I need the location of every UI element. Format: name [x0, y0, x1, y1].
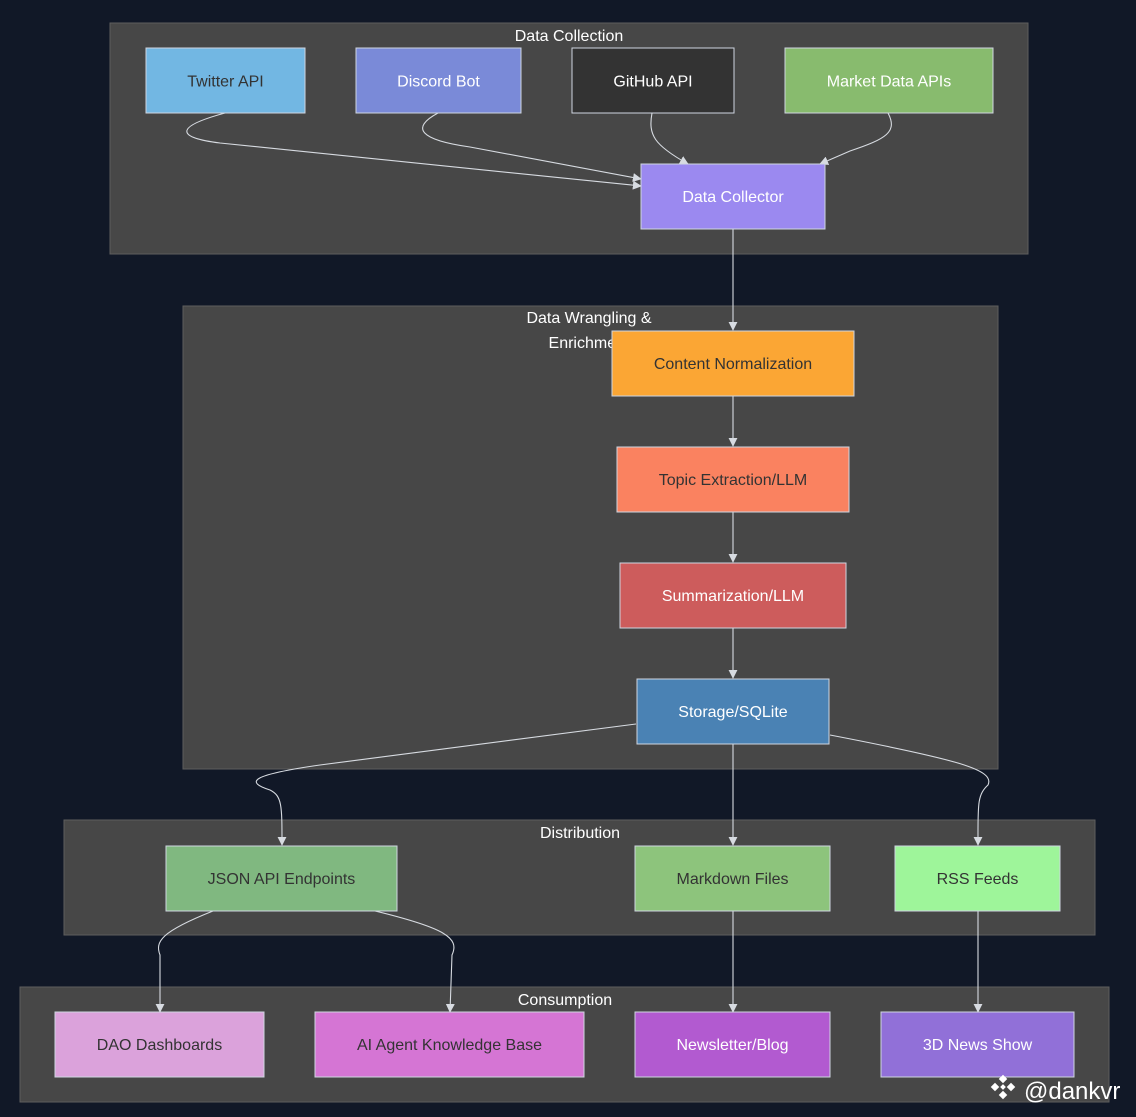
- node-label-content-normalization: Content Normalization: [654, 356, 812, 373]
- node-newsletter-blog: Newsletter/Blog: [634, 1011, 831, 1078]
- cluster-title-data-wrangling-line2: Enrichment: [549, 335, 630, 352]
- node-topic-extraction: Topic Extraction/LLM: [616, 446, 850, 513]
- cluster-title-data-collection: Data Collection: [515, 28, 624, 45]
- edge-market-to-collector: [819, 112, 892, 165]
- node-ai-agent-knowledge-base: AI Agent Knowledge Base: [314, 1011, 585, 1078]
- node-label-dao-dashboards: DAO Dashboards: [97, 1037, 222, 1054]
- node-json-api-endpoints: JSON API Endpoints: [165, 845, 398, 912]
- node-label-github-api: GitHub API: [613, 74, 692, 91]
- node-data-collector: Data Collector: [640, 163, 826, 230]
- cluster-title-consumption: Consumption: [518, 992, 612, 1009]
- node-3d-news-show: 3D News Show: [880, 1011, 1075, 1078]
- node-dao-dashboards: DAO Dashboards: [54, 1011, 265, 1078]
- node-label-rss-feeds: RSS Feeds: [937, 871, 1019, 888]
- node-github-api: GitHub API: [571, 47, 735, 114]
- cluster-title-distribution: Distribution: [540, 825, 620, 842]
- node-label-markdown-files: Markdown Files: [676, 871, 788, 888]
- node-label-market-data-apis: Market Data APIs: [827, 74, 952, 91]
- node-summarization: Summarization/LLM: [619, 562, 847, 629]
- binance-logo-icon: [990, 1074, 1016, 1100]
- node-label-summarization: Summarization/LLM: [662, 588, 804, 605]
- edge-storage-to-json-api: [255, 723, 637, 846]
- node-rss-feeds: RSS Feeds: [894, 845, 1061, 912]
- node-label-newsletter-blog: Newsletter/Blog: [676, 1037, 788, 1054]
- node-market-data-apis: Market Data APIs: [784, 47, 994, 114]
- edge-json-api-to-dao: [155, 910, 214, 1013]
- node-storage-sqlite: Storage/SQLite: [636, 678, 830, 745]
- cluster-data-wrangling: Data Wrangling & Enrichment: [182, 305, 999, 770]
- edge-storage-to-rss: [829, 734, 990, 846]
- edges: [155, 112, 990, 1013]
- edge-github-to-collector: [650, 112, 689, 165]
- node-markdown-files: Markdown Files: [634, 845, 831, 912]
- node-label-3d-news-show: 3D News Show: [923, 1037, 1033, 1054]
- node-label-data-collector: Data Collector: [682, 189, 784, 206]
- node-label-json-api-endpoints: JSON API Endpoints: [208, 871, 356, 888]
- node-content-normalization: Content Normalization: [611, 330, 855, 397]
- node-discord-bot: Discord Bot: [355, 47, 522, 114]
- edge-discord-to-collector: [422, 112, 642, 182]
- cluster-title-data-wrangling-line1: Data Wrangling &: [526, 310, 651, 327]
- node-label-discord-bot: Discord Bot: [397, 74, 480, 91]
- node-label-ai-agent-knowledge-base: AI Agent Knowledge Base: [357, 1037, 542, 1054]
- edge-json-api-to-ai-kb: [374, 910, 455, 1013]
- node-twitter-api: Twitter API: [145, 47, 306, 114]
- watermark-handle: @dankvr: [1024, 1078, 1120, 1105]
- node-label-storage-sqlite: Storage/SQLite: [678, 704, 788, 721]
- node-label-twitter-api: Twitter API: [187, 74, 263, 91]
- watermark: @dankvr: [990, 1074, 1120, 1105]
- edge-twitter-to-collector: [186, 112, 642, 190]
- node-label-topic-extraction: Topic Extraction/LLM: [659, 472, 808, 489]
